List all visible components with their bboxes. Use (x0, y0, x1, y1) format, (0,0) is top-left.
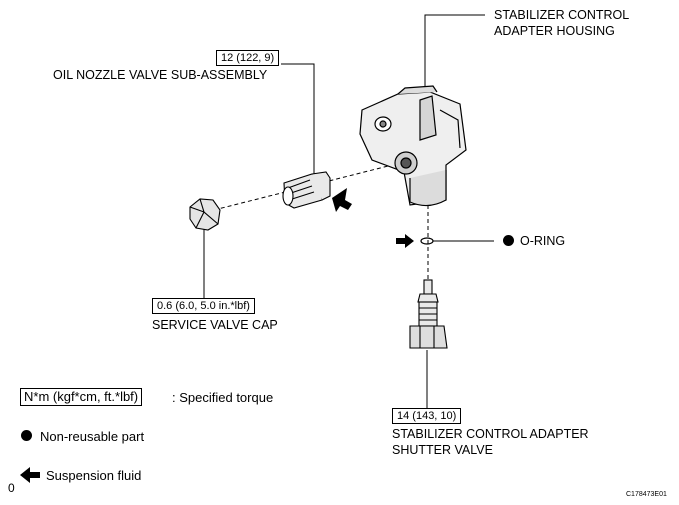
housing-label-line2: ADAPTER HOUSING (494, 24, 615, 38)
service-valve-cap-part (189, 198, 221, 231)
legend-torque-desc: : Specified torque (172, 390, 274, 405)
service-cap-torque: 0.6 (6.0, 5.0 in.*lbf) (152, 298, 255, 314)
housing-label-line1: STABILIZER CONTROL (494, 8, 630, 22)
legend-torque-unit: N*m (kgf*cm, ft.*lbf) (20, 388, 143, 406)
oil-nozzle-label: OIL NOZZLE VALVE SUB-ASSEMBLY (53, 68, 268, 82)
service-cap-label: SERVICE VALVE CAP (152, 318, 278, 332)
shutter-valve-part (409, 279, 448, 349)
shutter-valve-torque: 14 (143, 10) (392, 408, 462, 424)
stabilizer-housing-part (359, 85, 467, 207)
corner-mark: 0 (8, 481, 15, 495)
leader-oil-nozzle (281, 63, 315, 176)
figure-code: C178473E01 (626, 491, 667, 498)
leader-housing (424, 14, 485, 95)
fluid-arrow-oil-nozzle (332, 188, 352, 212)
o-ring-label: O-RING (520, 234, 566, 248)
shutter-valve-label-line1: STABILIZER CONTROL ADAPTER (392, 427, 589, 441)
fluid-arrow-legend (20, 467, 40, 483)
legend-suspension-fluid: Suspension fluid (46, 468, 142, 483)
axis-horizontal (213, 162, 401, 211)
o-ring-part (420, 237, 434, 245)
fluid-arrow-o-ring (396, 234, 414, 248)
legend-filled-circle-icon (21, 430, 32, 441)
shutter-valve-label-line2: SHUTTER VALVE (392, 443, 493, 457)
non-reusable-dot-icon (503, 235, 514, 246)
oil-nozzle-valve-part (282, 171, 331, 209)
legend-non-reusable: Non-reusable part (40, 429, 145, 444)
oil-nozzle-torque: 12 (122, 9) (216, 50, 280, 66)
